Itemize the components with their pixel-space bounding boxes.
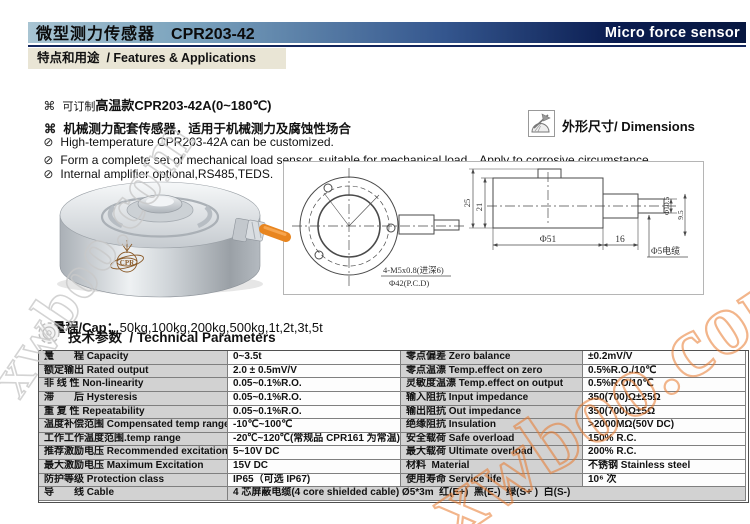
page-title-en: Micro force sensor bbox=[604, 24, 740, 41]
param-value: IP65（可选 IP67) bbox=[228, 473, 401, 488]
param-label: 滞 后 Hysteresis bbox=[39, 391, 228, 406]
features-heading: 特点和用途 / Features & Applications bbox=[28, 48, 286, 69]
capacity-label: 量程/Cap： bbox=[52, 320, 120, 335]
capacity-line: 量程/Cap：50kg,100kg,200kg,500kg,1t,2t,3t,5… bbox=[38, 302, 323, 351]
param-label: 工作工作温度范围.temp range bbox=[39, 432, 228, 447]
param-value: ±0.2mV/V bbox=[583, 351, 746, 365]
pcd-label: Φ42(P.C.D) bbox=[389, 278, 429, 288]
param-label: 温度补偿范围 Compensated temp range bbox=[39, 419, 228, 433]
param-label: 零点温漂 Temp.effect on zero bbox=[401, 364, 583, 379]
param-label: 额定输出 Rated output bbox=[39, 364, 228, 379]
orange-cable bbox=[259, 224, 291, 242]
param-label: 非 线 性 Non-linearity bbox=[39, 378, 228, 392]
param-value: 4 芯屏蔽电缆(4 core shielded cable) Ø5*3m 红(E… bbox=[228, 487, 746, 501]
capacity-values: 50kg,100kg,200kg,500kg,1t,2t,3t,5t bbox=[119, 320, 323, 335]
command-bullet-icon: ⌘ bbox=[43, 122, 57, 136]
param-label: 绝缘阻抗 Insulation bbox=[401, 419, 583, 433]
command-bullet-icon: ⌘ bbox=[43, 99, 56, 113]
param-value: 0.05~0.1%R.O. bbox=[228, 405, 401, 420]
feature-text: Internal amplifier optional,RS485,TEDS. bbox=[60, 167, 274, 181]
dim-21-label: 21 bbox=[474, 203, 484, 212]
param-value: 不锈钢 Stainless steel bbox=[583, 460, 746, 474]
param-label: 输出阻抗 Out impedance bbox=[401, 405, 583, 420]
param-label: 使用寿命 Service life bbox=[401, 473, 583, 488]
param-value: 10⁶ 次 bbox=[583, 473, 746, 488]
model-number: CPR203-42 bbox=[171, 25, 255, 43]
circle-slash-bullet-icon: ⊘ bbox=[43, 135, 54, 149]
dim-16-label: 16 bbox=[615, 235, 625, 245]
feature-text: 机械测力配套传感器，适用于机械测力及腐蚀性场合 bbox=[63, 122, 351, 136]
param-value: 0.5%R.O./10℃ bbox=[583, 364, 746, 379]
param-value: 350(700)Ω±25Ω bbox=[583, 391, 746, 406]
param-label: 防护等级 Protection class bbox=[39, 473, 228, 488]
header-bar: 微型测力传感器 CPR203-42 Micro force sensor bbox=[28, 22, 746, 47]
gear-icon bbox=[36, 320, 62, 346]
param-label: 导 线 Cable bbox=[39, 487, 228, 501]
param-label: 推荐激励电压 Recommended excitation bbox=[39, 446, 228, 460]
param-label: 输入阻抗 Input impedance bbox=[401, 391, 583, 406]
feature-text: 可订制 bbox=[62, 101, 96, 113]
dim-phi10-5-label: Φ10.5 bbox=[662, 196, 671, 215]
param-label: 量 程 Capacity bbox=[39, 351, 228, 365]
page-title-cn: 微型测力传感器 bbox=[36, 25, 156, 43]
param-label: 零点偏差 Zero balance bbox=[401, 351, 583, 365]
param-label: 材料 Material bbox=[401, 460, 583, 474]
circle-slash-bullet-icon: ⊘ bbox=[43, 167, 54, 181]
feature-item: ⌘ 可订制高温款CPR203-42A(0~180℃) bbox=[30, 81, 271, 128]
param-value: 2.0 ± 0.5mV/V bbox=[228, 364, 401, 379]
dimensions-heading: 外形尺寸/ Dimensions bbox=[562, 119, 695, 134]
drafting-tools-icon bbox=[528, 110, 555, 137]
param-value: 0~3.5t bbox=[228, 351, 401, 365]
param-value: 0.5%R.O/10℃ bbox=[583, 378, 746, 392]
param-value: 200% R.C. bbox=[583, 446, 746, 460]
param-value: 5~10V DC bbox=[228, 446, 401, 460]
bolt-pattern-label: 4-M5x0.8(进深6) bbox=[383, 265, 444, 275]
param-label: 最大激励电压 Maximum Excitation bbox=[39, 460, 228, 474]
header-divider bbox=[28, 45, 746, 47]
cable-dim-label: Φ5电缆 bbox=[651, 245, 680, 256]
dim-phi51-label: Φ51 bbox=[540, 235, 557, 245]
dimension-drawing: 4-M5x0.8(进深6) Φ42(P.C.D) Φ51 16 25 21 Φ1… bbox=[283, 161, 704, 295]
param-value: 0.05~0.1%R.O. bbox=[228, 391, 401, 406]
tech-params-heading: 技术参数 / Technical Parameters bbox=[68, 330, 276, 345]
param-label: 安全载荷 Safe overload bbox=[401, 432, 583, 447]
feature-text: High-temperature CPR203-42A can be custo… bbox=[60, 135, 334, 149]
param-label: 灵敏度温漂 Temp.effect on output bbox=[401, 378, 583, 392]
page-title: 微型测力传感器 CPR203-42 bbox=[34, 19, 265, 47]
circle-slash-bullet-icon: ⊘ bbox=[43, 153, 54, 167]
param-value: -20℃~120℃(常规品 CPR161 为常温) bbox=[228, 432, 401, 447]
feature-item: ⊘ Internal amplifier optional,RS485,TEDS. bbox=[30, 153, 273, 195]
param-label: 最大载荷 Ultimate overload bbox=[401, 446, 583, 460]
param-label: 重 复 性 Repeatability bbox=[39, 405, 228, 420]
cable-gland bbox=[232, 217, 266, 243]
dim-9-5-label: 9.5 bbox=[676, 210, 685, 220]
param-value: -10℃~100℃ bbox=[228, 419, 401, 433]
dim-25-label: 25 bbox=[462, 199, 472, 208]
param-value: 15V DC bbox=[228, 460, 401, 474]
logo-text: CPR bbox=[120, 259, 135, 267]
param-value: >2000MΩ(50V DC) bbox=[583, 419, 746, 433]
feature-text-strong: 高温款CPR203-42A(0~180℃) bbox=[95, 98, 272, 113]
param-value: 350(700)Ω±5Ω bbox=[583, 405, 746, 420]
param-value: 150% R.C. bbox=[583, 432, 746, 447]
product-photo: CPR bbox=[28, 163, 303, 303]
param-value: 0.05~0.1%R.O. bbox=[228, 378, 401, 392]
brand-logo: CPR bbox=[110, 240, 144, 273]
feature-item: ⌘ 机械测力配套传感器，适用于机械测力及腐蚀性场合 bbox=[30, 104, 351, 151]
feature-item: ⊘ High-temperature CPR203-42A can be cust… bbox=[30, 121, 334, 163]
